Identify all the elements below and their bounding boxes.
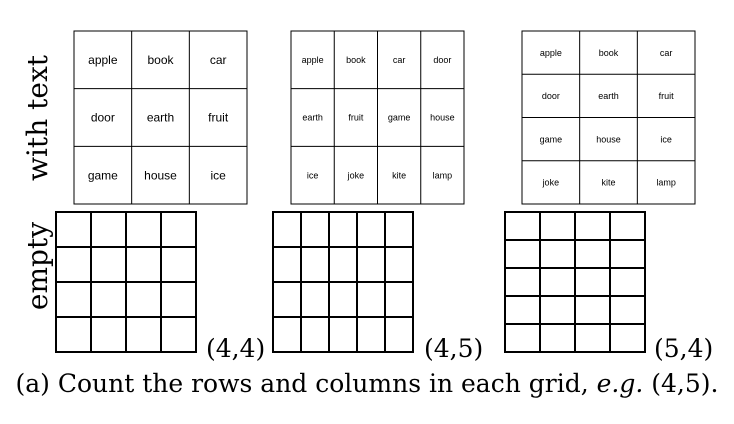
grid-cell-word: kite [392,170,406,180]
grid-cell-word: house [144,168,177,182]
grid-cell-word: fruit [208,111,229,125]
grid-cell-word: lamp [433,170,453,180]
grid-border [73,30,248,205]
empty-grid-2 [272,211,414,353]
grid-cell-word: book [147,53,174,67]
grid-cell-word: lamp [656,178,676,188]
grid-cell-word: door [433,55,451,65]
grid-cell-word: door [542,91,560,101]
empty-grid-2-label: (4,5) [424,334,483,363]
grid-cell-word: apple [88,53,118,67]
empty-grid-3 [504,211,646,353]
grid-cell-word: game [88,168,118,182]
grid-cell-word: book [599,48,619,58]
empty-grid-1-label: (4,4) [206,334,265,363]
caption-suffix: (4,5). [643,369,718,398]
grid-cell-word: book [346,55,366,65]
grid-cell-word: car [210,53,227,67]
grid-cell-word: kite [601,178,615,188]
grid-cell-word: apple [302,55,324,65]
row-label-with-text: with text [21,54,54,181]
text-grid-3: apple book car door earth fruit game house ice jo… [521,30,696,205]
grid-cell-word: earth [147,111,174,125]
empty-grid-1 [55,211,197,353]
grid-cell-word: car [393,55,406,65]
grid-cell-word: joke [542,178,560,188]
grid-cell-word: apple [540,48,562,58]
grid-cell-word: earth [302,113,323,123]
caption: (a) Count the rows and columns in each g… [15,369,718,398]
grid-cell-word: car [660,48,673,58]
empty-grid-3-label: (5,4) [654,334,713,363]
grid-cell-word: ice [660,134,672,144]
caption-example: e.g. [597,369,644,398]
grid-cell-word: game [388,113,411,123]
caption-prefix: (a) Count the rows and columns in each g… [15,369,596,398]
text-grid-2: apple book car door earth fruit game house ice jo… [290,30,465,205]
grid-cell-word: house [596,134,621,144]
grid-cell-word: fruit [659,91,675,101]
grid-cell-word: ice [210,168,226,182]
row-label-empty: empty [21,222,54,310]
grid-cell-word: joke [347,170,365,180]
grid-cell-word: door [91,111,115,125]
text-grid-1: apple book car door earth fruit game house ice [73,30,248,205]
grid-cell-word: earth [598,91,619,101]
grid-cell-word: ice [307,170,319,180]
grid-cell-word: house [430,113,455,123]
grid-cell-word: fruit [348,113,364,123]
grid-cell-word: game [540,134,563,144]
